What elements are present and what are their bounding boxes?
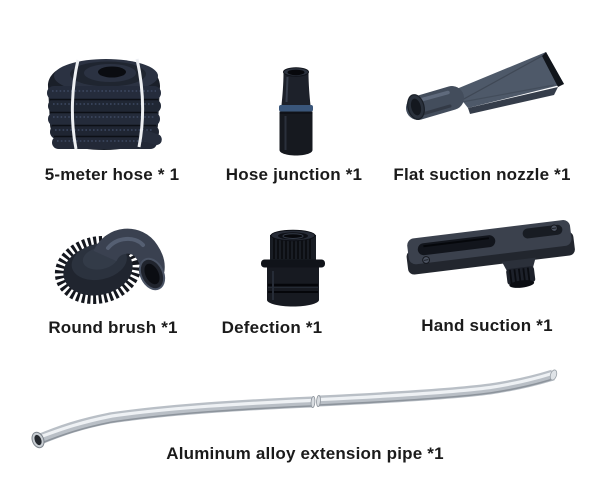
- product-label-flat-suction-nozzle: Flat suction nozzle *1: [393, 165, 571, 184]
- product-image-aluminum-extension-pipe: [22, 368, 578, 458]
- product-image-flat-suction-nozzle: [406, 48, 564, 132]
- deflection-adapter-photo: [261, 229, 325, 307]
- round-brush-photo: [54, 228, 166, 305]
- product-image-hand-suction: [404, 205, 578, 297]
- product-image-defection: [260, 228, 326, 312]
- hose-junction-adapter-photo: [279, 67, 313, 156]
- product-label-aluminum-extension-pipe: Aluminum alloy extension pipe *1: [166, 444, 444, 463]
- product-image-hose-junction: [277, 64, 315, 158]
- product-label-defection: Defection *1: [221, 318, 323, 337]
- aluminum-extension-pipe-photo: [31, 369, 558, 449]
- product-label-hand-suction: Hand suction *1: [421, 316, 553, 335]
- product-image-round-brush: [53, 214, 175, 310]
- product-label-5-meter-hose: 5-meter hose * 1: [44, 165, 180, 184]
- product-image-5-meter-hose: [42, 46, 168, 158]
- product-label-hose-junction: Hose junction *1: [225, 165, 363, 184]
- flat-crevice-nozzle-photo: [406, 52, 564, 120]
- hand-floor-nozzle-photo: [406, 220, 575, 288]
- coiled-hose-photo: [47, 58, 162, 150]
- product-label-round-brush: Round brush *1: [48, 318, 178, 337]
